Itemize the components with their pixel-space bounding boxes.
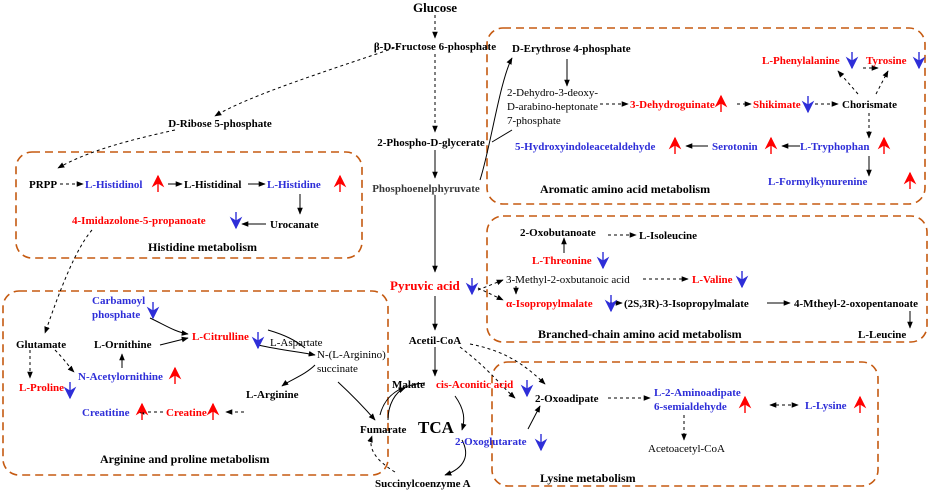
edge-oxoglutarate-succinylcoa: [444, 439, 467, 476]
label-creatitine: Creatitine: [82, 407, 130, 419]
title-branched: Branched-chain amino acid metabolism: [538, 327, 742, 341]
label-ornithine: L-Ornithine: [94, 339, 152, 351]
label-methyloxopentanoate: 4-Mtheyl-2-oxopentanoate: [794, 298, 918, 310]
title-aromatic: Aromatic amino acid metabolism: [540, 182, 710, 196]
label-pyruvic: Pyruvic acid: [390, 278, 460, 293]
title-lysine: Lysine metabolism: [540, 471, 636, 485]
label-formylkynurenine: L-Formylkynurenine: [768, 176, 868, 188]
aromatic-box: [486, 27, 926, 205]
edge-pep-erythrose: [479, 57, 513, 181]
edge-imidazolone-glutamate: [44, 229, 93, 334]
edge-glutamate-acetylornithine: [54, 349, 75, 373]
label-aminoadipate-1: L-2-Aminoadipate: [654, 387, 741, 399]
histidine-box: [15, 151, 363, 259]
label-ribose5p: D-Ribose 5-phosphate: [168, 118, 272, 130]
edge-chorismate-phenylalanine: [837, 70, 859, 95]
label-acetylornithine: N-Acetylornithine: [78, 371, 163, 383]
label-isoleucine: L-Isoleucine: [639, 230, 697, 242]
label-citrulline: L-Citrulline: [192, 331, 249, 343]
label-isopropylmalate-a: α-Isopropylmalate: [506, 298, 593, 310]
edge-chorismate-tyrosine: [875, 70, 889, 95]
label-threonine: L-Threonine: [532, 255, 592, 267]
edge-carbamoyl-citrulline: [149, 317, 189, 336]
label-histidine: L-Histidine: [267, 179, 321, 191]
label-oxobutanoate: 2-Oxobutanoate: [520, 227, 596, 239]
label-histidinol: L-Histidinol: [85, 179, 142, 191]
label-imidazolone: 4-Imidazolone-5-propanoate: [72, 215, 206, 227]
label-glucose: Glucose: [413, 0, 457, 15]
edge-pep-dahp: [491, 129, 513, 143]
label-proline: L-Proline: [19, 382, 64, 394]
label-erythrose4p: D-Erythrose 4-phosphate: [512, 43, 631, 55]
label-succinylcoa: Succinylcoenzyme A: [375, 478, 471, 490]
label-glutamate: Glutamate: [16, 339, 66, 351]
edge-aspartate-arginosuccinate: [267, 329, 306, 349]
label-tryptophan: L-Tryphophan: [800, 141, 870, 153]
label-phosphoglycerate: 2-Phospho-D-glycerate: [377, 137, 485, 149]
lysine-box: [491, 361, 879, 487]
label-acetylcoa: Acetil-CoA: [409, 335, 462, 347]
label-chorismate: Chorismate: [842, 99, 897, 111]
edge-fructose-ribose: [214, 45, 401, 117]
label-methyloxbutanoic: 3-Methyl-2-oxbutanoic acid: [506, 274, 630, 286]
edge-acetylcoa-oxoadipate: [469, 343, 546, 385]
label-arginosuccinate-2: succinate: [317, 363, 358, 375]
label-oxoadipate: 2-Oxoadipate: [535, 393, 599, 405]
label-hiaa: 5-Hydroxyindoleacetaldehyde: [515, 141, 655, 153]
label-lysine: L-Lysine: [805, 400, 847, 412]
label-serotonin: Serotonin: [712, 141, 758, 153]
edge-cisaconitic-oxoglutarate: [454, 395, 467, 431]
title-arginine: Arginine and proline metabolism: [100, 452, 269, 466]
label-carbamoyl-2: phosphate: [92, 309, 140, 321]
label-creatine: Creatine: [166, 407, 207, 419]
edge-oxoglutarate-oxoadipate: [527, 405, 541, 430]
label-histidinal: L-Histidinal: [184, 179, 241, 191]
label-leucine: L-Leucine: [858, 329, 906, 341]
label-isopropylmalate-2s3r: (2S,3R)-3-Isopropylmalate: [624, 298, 749, 310]
title-tca: TCA: [418, 418, 455, 437]
branched-box: [486, 215, 928, 343]
label-cisaconitic: cis-Aconitic acid: [436, 379, 513, 391]
label-valine: L-Valine: [692, 274, 733, 286]
label-dahp-3: 7-phosphate: [507, 115, 561, 127]
edge-succinylcoa-fumarate: [367, 435, 396, 473]
title-histidine: Histidine metabolism: [148, 240, 257, 254]
label-carbamoyl-1: Carbamoyl: [92, 295, 145, 307]
label-acetoacetylcoa: Acetoacetyl-CoA: [648, 443, 725, 455]
label-shikimate: Shikimate: [753, 99, 801, 111]
label-urocanate: Urocanate: [270, 219, 319, 231]
edge-cisaconitic-malate: [379, 382, 426, 416]
label-prpp: PRPP: [29, 179, 57, 191]
label-phenylalanine: L-Phenylalanine: [762, 55, 840, 67]
edge-arginosuccinate-arginine: [281, 364, 316, 387]
label-tyrosine: Tyrosine: [866, 55, 907, 67]
arginine-box: [2, 290, 389, 476]
edge-pyruvic-isopropylmalate: [477, 287, 504, 301]
edge-acetylcoa-aminoadipate: [459, 346, 516, 399]
edge-pyruvic-methyloxbutanoic: [477, 279, 504, 291]
label-fructose6p: β-D-Fructose 6-phosphate: [374, 41, 496, 53]
label-aspartate: L-Aspartate: [270, 337, 323, 349]
label-malate: Malate: [392, 379, 425, 391]
edge-fumarate-malate: [387, 387, 406, 421]
label-pep: Phosphoenelphyruvate: [372, 183, 480, 195]
label-arginine: L-Arginine: [246, 389, 299, 401]
edge-ribose-prpp: [57, 129, 176, 169]
edge-arginosuccinate-fumarate: [337, 381, 376, 421]
label-arginosuccinate-1: N-(L-Arginino): [317, 349, 386, 361]
label-aminoadipate-2: 6-semialdehyde: [654, 401, 727, 413]
label-dehydroquinate: 3-Dehydroguinate: [630, 99, 715, 111]
label-dahp-1: 2-Dehydro-3-deoxy-: [507, 87, 598, 99]
label-oxoglutarate: 2-Oxoglutarate: [455, 436, 527, 448]
label-dahp-2: D-arabino-heptonate: [507, 101, 598, 113]
label-fumarate: Fumarate: [360, 424, 407, 436]
edge-ornithine-citrulline: [159, 336, 189, 346]
